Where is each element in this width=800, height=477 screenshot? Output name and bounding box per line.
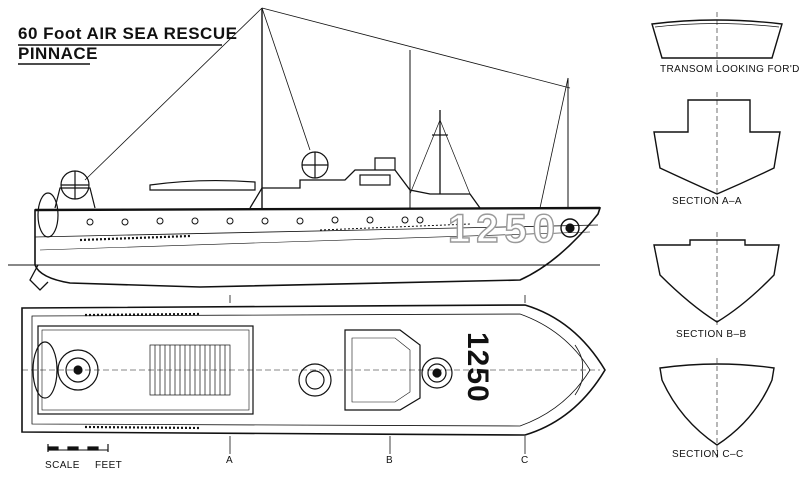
hull-number-deck: 1250 xyxy=(461,332,494,403)
section-a-view xyxy=(653,92,781,198)
scale-label: SCALE xyxy=(45,460,80,471)
side-elevation xyxy=(8,7,602,291)
section-marker-c: C xyxy=(521,455,529,466)
section-marker-b: B xyxy=(386,455,394,466)
section-marker-a: A xyxy=(226,455,234,466)
drawing-title-line-2: PINNACE xyxy=(18,44,99,63)
section-c-label: SECTION C–C xyxy=(672,449,744,460)
scale-unit-label: FEET xyxy=(95,460,123,471)
scale-bar xyxy=(47,444,109,452)
drawing-title-line-1: 60 Foot AIR SEA RESCUE xyxy=(18,24,238,43)
portholes xyxy=(86,216,424,226)
plan-view xyxy=(21,295,606,454)
transom-label: TRANSOM LOOKING FOR'D xyxy=(660,64,800,75)
section-a-label: SECTION A–A xyxy=(672,196,742,207)
hull-number-side: 1250 xyxy=(447,206,561,251)
transom-view xyxy=(651,12,783,70)
section-b-label: SECTION B–B xyxy=(676,329,747,340)
section-c-view xyxy=(659,358,775,458)
section-b-view xyxy=(653,232,780,326)
